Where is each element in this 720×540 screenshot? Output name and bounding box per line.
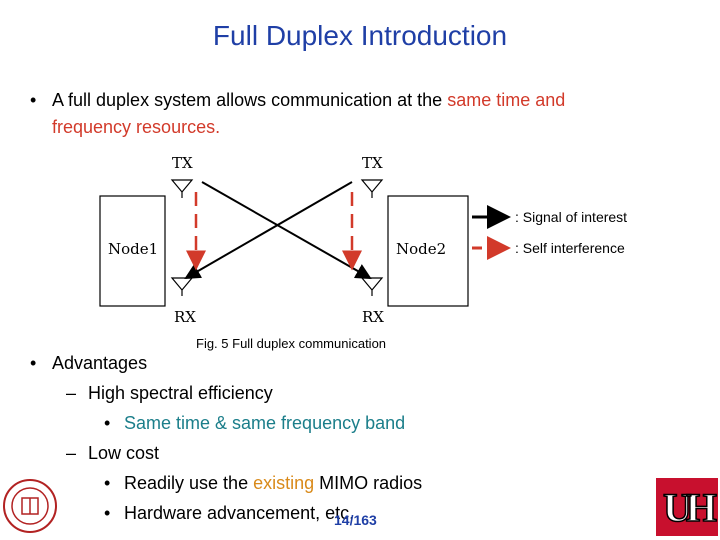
slide-title: Full Duplex Introduction <box>212 20 508 51</box>
advantages-heading: Advantages <box>52 353 148 373</box>
node2-label: Node2 <box>396 240 446 258</box>
intro-highlight-1: same time and <box>447 90 566 110</box>
signal-arrow-2 <box>184 181 353 280</box>
antenna-icons <box>170 179 384 296</box>
node2-rx-label: RX <box>362 308 384 326</box>
node1-label: Node1 <box>108 240 158 258</box>
node1-box <box>99 195 166 307</box>
legend-self-text: : Self interference <box>515 240 625 256</box>
node1-tx-label: TX <box>172 154 193 172</box>
node1-rx-label: RX <box>174 308 196 326</box>
sub-item-hardware: Hardware advancement, etc. <box>124 503 355 523</box>
sub-item-mimo: Readily use the existing MIMO radios <box>124 468 422 498</box>
full-duplex-diagram: Node1 Node2 TX TX RX RX : Signal of inte… <box>99 154 627 326</box>
legend-signal-text: : Signal of interest <box>515 209 627 225</box>
advantage-dash-2: – <box>66 443 77 463</box>
intro-bullet-marker: • <box>30 90 37 110</box>
advantages-bullet-marker: • <box>30 353 37 373</box>
figure-caption: Fig. 5 Full duplex communication <box>196 336 387 351</box>
sub-bullet-marker-3: • <box>104 503 111 523</box>
sub-item-mimo-after: MIMO radios <box>314 473 423 493</box>
uh-logo-text: UH <box>662 484 718 531</box>
sub-bullet-marker-1: • <box>104 413 111 433</box>
intro-bullet: A full duplex system allows communicatio… <box>52 85 672 115</box>
advantage-item-1: High spectral efficiency <box>88 383 273 403</box>
sub-item-mimo-highlight: existing <box>253 473 315 493</box>
node2-box <box>387 195 469 307</box>
university-seal-logo <box>3 479 57 533</box>
advantage-item-2: Low cost <box>88 443 160 463</box>
advantage-dash-1: – <box>66 383 77 403</box>
page-number: 14/163 <box>334 512 377 528</box>
sub-bullet-marker-2: • <box>104 473 111 493</box>
intro-text: A full duplex system allows communicatio… <box>52 90 448 110</box>
uh-logo: UH <box>656 478 718 536</box>
node2-tx-label: TX <box>362 154 383 172</box>
intro-highlight-2: frequency resources. <box>52 117 221 137</box>
sub-item-same-time: Same time & same frequency band <box>124 413 406 433</box>
signal-arrow-1 <box>201 181 372 279</box>
sub-item-mimo-before: Readily use the <box>124 473 254 493</box>
